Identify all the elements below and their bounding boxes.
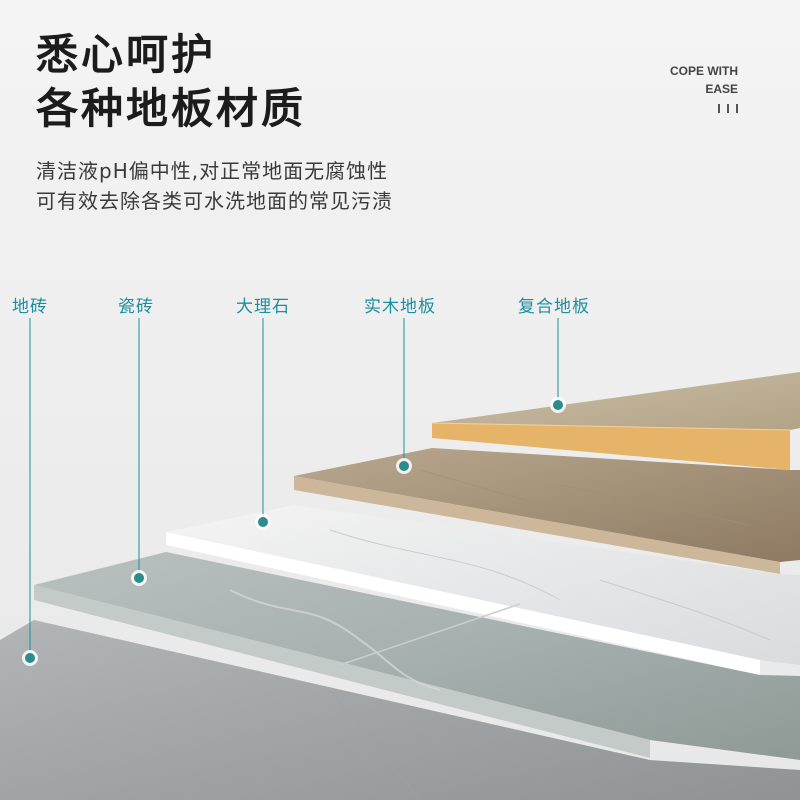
description: 清洁液pH偏中性,对正常地面无腐蚀性 可有效去除各类可水洗地面的常见污渍: [36, 156, 393, 216]
label-floor-tile: 地砖: [12, 297, 48, 317]
marker-dot-ceramic-tile: [131, 570, 147, 586]
marker-dot-marble: [255, 514, 271, 530]
solid-wood-plank: [294, 448, 800, 574]
label-laminate: 复合地板: [518, 297, 590, 317]
headline-line-1: 悉心呵护: [36, 30, 217, 79]
label-ceramic-tile: 瓷砖: [118, 297, 154, 317]
corner-line-1: COPE WITH: [670, 64, 738, 78]
corner-tagline: COPE WITH EASE: [670, 62, 738, 113]
description-line-1: 清洁液pH偏中性,对正常地面无腐蚀性: [36, 159, 389, 183]
description-line-2: 可有效去除各类可水洗地面的常见污渍: [36, 189, 393, 213]
headline-line-2: 各种地板材质: [36, 84, 307, 133]
headline: 悉心呵护 各种地板材质: [36, 28, 306, 136]
floor-tile: [0, 620, 800, 800]
ceramic-tile: [34, 552, 800, 760]
marble-slab: [166, 505, 800, 675]
marker-dot-floor-tile: [22, 650, 38, 666]
marker-dots: [22, 397, 566, 666]
label-marble: 大理石: [236, 297, 290, 317]
corner-line-2: EASE: [705, 82, 738, 96]
label-solid-wood: 实木地板: [364, 297, 436, 317]
leader-lines: [29, 318, 559, 658]
marker-dot-solid-wood: [396, 458, 412, 474]
marker-dot-laminate: [550, 397, 566, 413]
corner-bars-icon: [670, 104, 738, 113]
laminate-plank: [431, 372, 800, 470]
